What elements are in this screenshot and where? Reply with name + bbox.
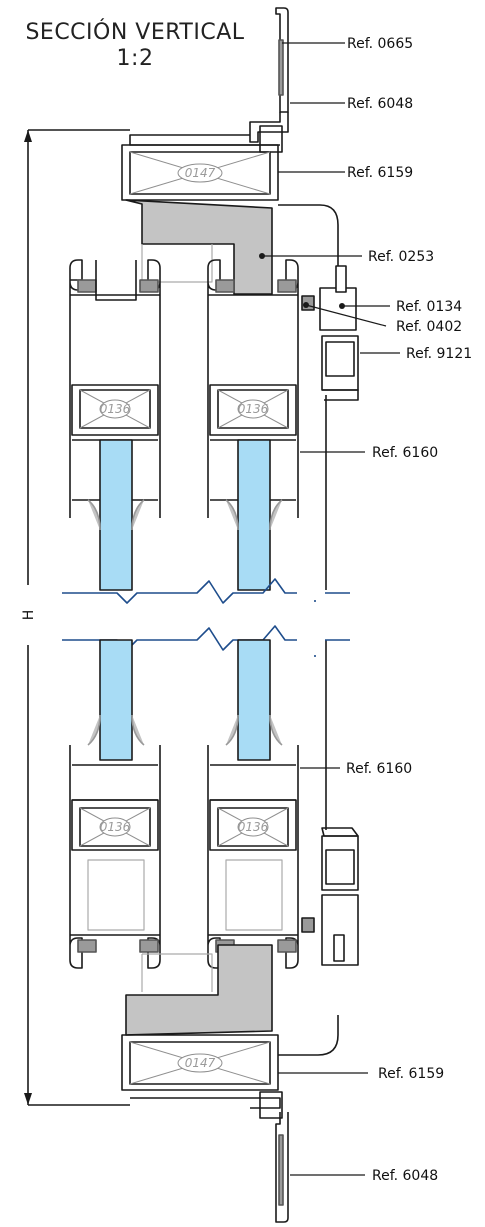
ref-label-6159-top: Ref. 6159 — [347, 165, 413, 181]
ref-label-0253: Ref. 0253 — [368, 249, 434, 265]
right-sash-upper — [207, 259, 299, 518]
ref-label-6160-upper: Ref. 6160 — [372, 445, 438, 461]
outer-frame-line — [278, 204, 339, 1056]
ref-label-6048-top: Ref. 6048 — [347, 96, 413, 112]
bottom-block — [125, 944, 273, 1036]
gasket-label-lower-right: 0136 — [238, 820, 269, 834]
left-sash-lower — [69, 745, 161, 969]
title-line-2: 1:2 — [116, 46, 154, 71]
glass-left-upper — [99, 439, 133, 591]
ref-label-6048-bottom: Ref. 6048 — [372, 1168, 438, 1184]
drawing-title: SECCIÓN VERTICAL 1:2 — [0, 20, 270, 72]
glass-right-lower — [237, 639, 271, 761]
left-sash-upper — [69, 259, 161, 518]
glass-left-lower — [99, 639, 133, 761]
glass-right-upper — [237, 439, 271, 591]
upper-header-profile — [121, 144, 279, 201]
bottom-right-hardware — [301, 827, 359, 966]
ref-label-9121: Ref. 9121 — [406, 346, 472, 362]
ref-label-6160-lower: Ref. 6160 — [346, 761, 412, 777]
ref-label-6159-bottom: Ref. 6159 — [378, 1066, 444, 1082]
top-block-0253 — [125, 199, 273, 295]
bottom-rail-profile — [130, 1091, 289, 1223]
ref-label-0665: Ref. 0665 — [347, 36, 413, 52]
ref-label-0134: Ref. 0134 — [396, 299, 462, 315]
leader-dots — [259, 253, 345, 309]
gasket-label-upper-right: 0136 — [238, 402, 269, 416]
gasket-label-lower-left: 0136 — [100, 820, 131, 834]
ref-label-0402: Ref. 0402 — [396, 319, 462, 335]
leader-lines — [262, 42, 400, 1176]
lower-header-profile — [121, 1034, 279, 1091]
dimension-label-h: H — [21, 610, 37, 621]
height-dimension — [15, 129, 130, 1106]
title-line-1: SECCIÓN VERTICAL — [25, 20, 245, 45]
gasket-label-bottom: 0147 — [185, 1056, 216, 1070]
gasket-label-upper-left: 0136 — [100, 402, 131, 416]
top-rail-profile — [129, 7, 289, 153]
top-right-hardware — [301, 265, 359, 401]
break-line-top — [62, 578, 350, 604]
right-sash-lower — [207, 745, 299, 969]
gasket-label-top: 0147 — [185, 166, 216, 180]
